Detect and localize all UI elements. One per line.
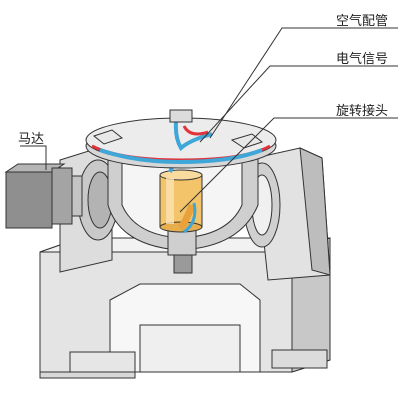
leader-air-pipe: [209, 27, 398, 139]
right-support-bracket: [243, 147, 331, 281]
leader-rotary-joint: [179, 117, 398, 213]
label-rotary-joint: 旋转接头: [336, 104, 389, 119]
leader-motor: [20, 145, 47, 170]
rotary-table-top: [85, 109, 277, 169]
leader-electric-signal: [199, 65, 398, 143]
label-motor: 马达: [18, 132, 45, 147]
motor: [4, 163, 83, 229]
label-air-pipe: 空气配管: [336, 14, 389, 29]
leader-lines: [20, 27, 398, 213]
label-electric-signal: 电气信号: [336, 52, 389, 67]
base-pedestal: [39, 237, 331, 379]
